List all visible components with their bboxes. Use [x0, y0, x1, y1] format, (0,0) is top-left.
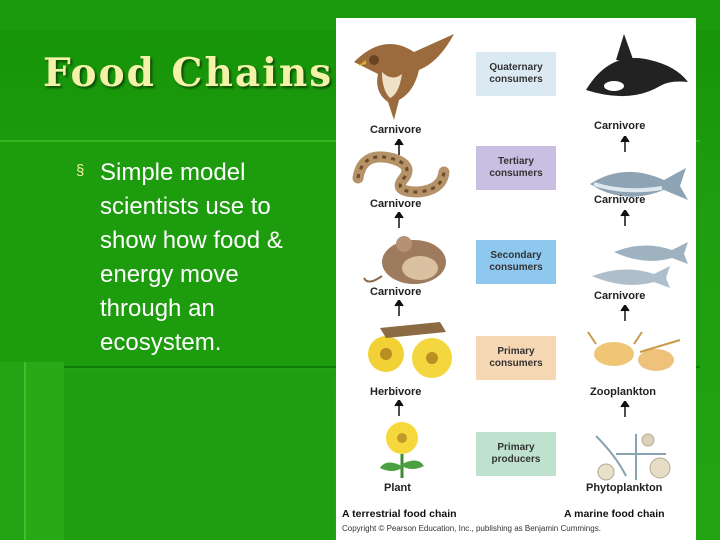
tuna-icon — [590, 168, 688, 200]
level-box-quaternary: Quaternary consumers — [476, 52, 556, 96]
terrestrial-label-plant: Plant — [384, 482, 411, 494]
zooplankton-icon — [587, 331, 681, 371]
decor-block-bottom — [64, 372, 334, 540]
arrow-up-icon — [394, 212, 404, 228]
flower-icon — [380, 422, 424, 478]
level-box-tertiary: Tertiary consumers — [476, 146, 556, 190]
decor-block-left — [0, 362, 24, 540]
marine-label-zooplankton: Zooplankton — [590, 386, 656, 398]
food-chain-figure: Quaternary consumers Tertiary consumers … — [336, 18, 696, 540]
arrow-up-icon — [394, 400, 404, 416]
terrestrial-label-carnivore-3: Carnivore — [370, 286, 422, 298]
hawk-icon — [354, 34, 454, 120]
decor-block-left-inner — [24, 362, 64, 540]
grasshopper-flower-icon — [368, 322, 452, 378]
orca-icon — [586, 34, 688, 97]
terrestrial-caption: A terrestrial food chain — [342, 508, 457, 520]
slide-title: Food Chains — [43, 50, 334, 96]
marine-label-carnivore-1: Carnivore — [594, 120, 646, 132]
arrow-up-icon — [620, 136, 630, 152]
copyright-text: Copyright © Pearson Education, Inc., pub… — [342, 524, 601, 533]
marine-caption: A marine food chain — [564, 508, 665, 520]
arrow-up-icon — [620, 210, 630, 226]
terrestrial-label-carnivore-2: Carnivore — [370, 198, 422, 210]
marine-label-carnivore-2: Carnivore — [594, 194, 646, 206]
terrestrial-label-carnivore-1: Carnivore — [370, 124, 422, 136]
small-fish-icon — [592, 242, 688, 288]
level-box-secondary: Secondary consumers — [476, 240, 556, 284]
snake-icon — [352, 151, 450, 198]
arrow-up-icon — [620, 401, 630, 417]
mouse-icon — [363, 236, 446, 284]
arrow-up-icon — [394, 139, 404, 155]
level-box-primary-producers: Primary producers — [476, 432, 556, 476]
marine-label-carnivore-3: Carnivore — [594, 290, 646, 302]
bullet-square-icon: § — [76, 162, 85, 179]
arrow-up-icon — [394, 300, 404, 316]
bullet-text: Simple model scientists use to show how … — [100, 159, 283, 356]
marine-label-phytoplankton: Phytoplankton — [586, 482, 663, 494]
bullet-list: § Simple model scientists use to show ho… — [76, 156, 326, 360]
arrow-up-icon — [620, 305, 630, 321]
level-box-primary-consumers: Primary consumers — [476, 336, 556, 380]
terrestrial-label-herbivore: Herbivore — [370, 386, 422, 398]
phytoplankton-icon — [595, 433, 671, 481]
